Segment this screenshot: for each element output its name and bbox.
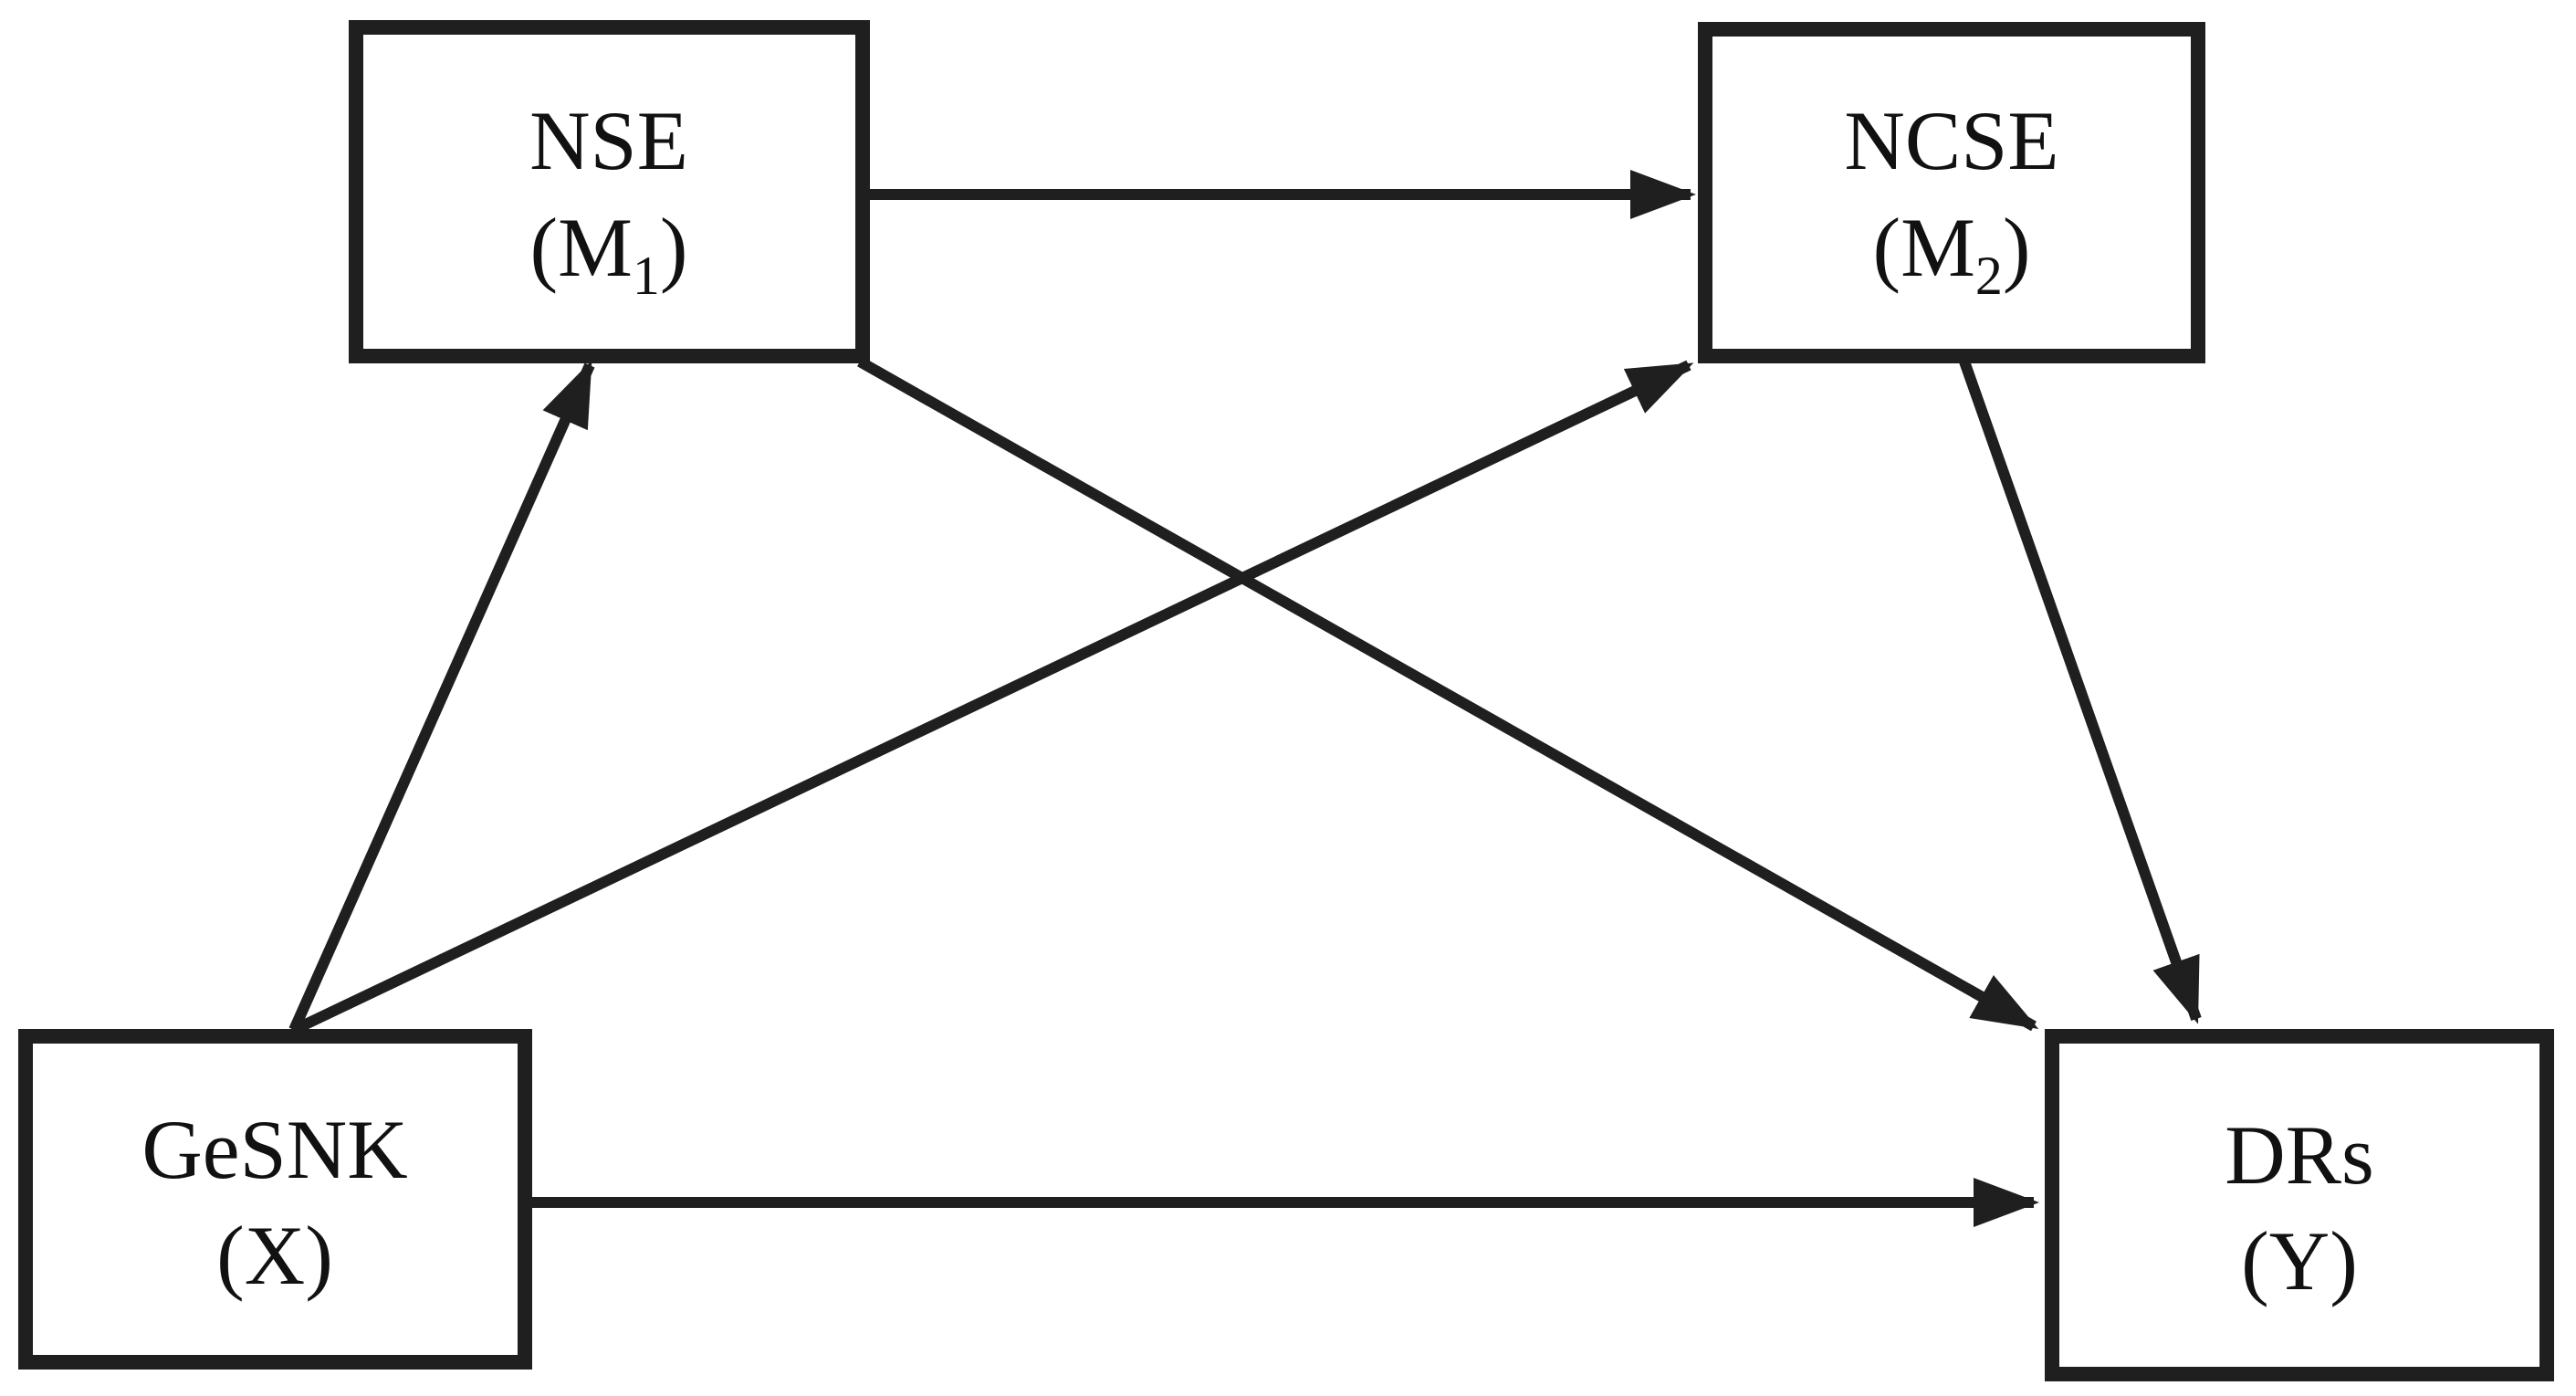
arrow-gesnk-to-nse bbox=[288, 360, 595, 1033]
gesnk-box bbox=[18, 1029, 532, 1370]
nse-paren-subscript: 1 bbox=[633, 246, 660, 306]
nse-label-line1: NSE bbox=[529, 94, 688, 187]
nse-box bbox=[349, 20, 870, 363]
node-nse: NSE (M1) bbox=[349, 20, 870, 363]
arrow-gesnk-to-ncse bbox=[291, 360, 1694, 1035]
ncse-paren-post: ) bbox=[2003, 201, 2031, 294]
gesnk-label-line1: GeSNK bbox=[141, 1103, 407, 1196]
node-ncse: NCSE (M2) bbox=[1698, 22, 2205, 363]
ncse-label-line2: (M2) bbox=[1872, 201, 2030, 306]
drs-box bbox=[2045, 1029, 2554, 1381]
gesnk-label-line2: (X) bbox=[216, 1209, 333, 1302]
drs-label-line2: (Y) bbox=[2241, 1214, 2358, 1307]
node-gesnk: GeSNK (X) bbox=[18, 1029, 532, 1370]
ncse-box bbox=[1698, 22, 2205, 363]
ncse-paren-subscript: 2 bbox=[1975, 246, 2003, 306]
node-drs: DRs (Y) bbox=[2045, 1029, 2554, 1381]
nse-paren-pre: (M bbox=[529, 201, 632, 294]
arrow-nse-to-drs bbox=[857, 356, 2039, 1032]
ncse-label-line1: NCSE bbox=[1844, 94, 2058, 187]
drs-label-line1: DRs bbox=[2225, 1108, 2374, 1202]
arrow-ncse-to-drs bbox=[1959, 360, 2202, 1024]
nse-label-line2: (M1) bbox=[529, 201, 687, 306]
ncse-paren-pre: (M bbox=[1872, 201, 1974, 294]
nse-paren-post: ) bbox=[660, 201, 688, 294]
